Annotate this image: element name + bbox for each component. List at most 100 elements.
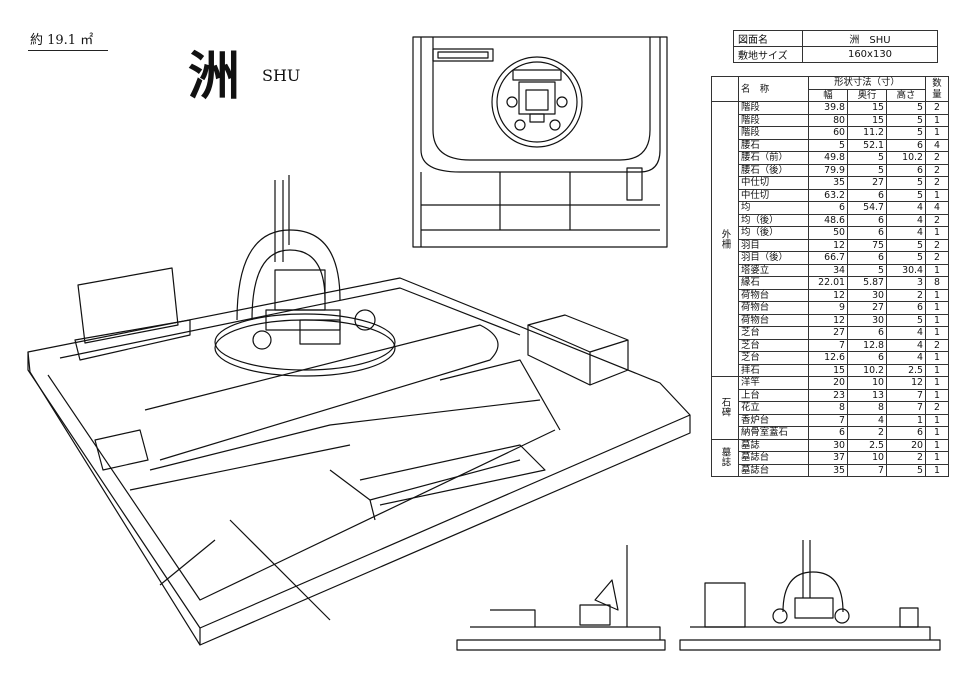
part-name: 均	[738, 201, 809, 215]
part-name: 上台	[738, 388, 809, 402]
header-blank	[711, 76, 739, 102]
depth-cell: 75	[847, 238, 887, 252]
depth-cell: 30	[847, 288, 887, 302]
height-cell: 4	[886, 201, 926, 215]
height-cell: 2	[886, 451, 926, 465]
group-label: 墓誌	[711, 438, 739, 477]
col-width: 幅	[808, 88, 848, 102]
height-cell: 2	[886, 288, 926, 302]
qty-cell: 2	[925, 401, 949, 415]
qty-cell: 1	[925, 363, 949, 377]
width-cell: 20	[808, 376, 848, 390]
width-cell: 79.9	[808, 163, 848, 177]
elevation-views	[456, 540, 941, 651]
depth-cell: 6	[847, 213, 887, 227]
width-cell: 63.2	[808, 188, 848, 202]
height-cell: 5	[886, 126, 926, 140]
col-name: 名 称	[738, 76, 809, 102]
part-name: 墓誌台	[738, 451, 809, 465]
depth-cell: 52.1	[847, 138, 887, 152]
part-name: 階段	[738, 101, 809, 115]
height-cell: 5	[886, 188, 926, 202]
qty-cell: 1	[925, 413, 949, 427]
group-label: 石碑	[711, 376, 739, 440]
qty-cell: 1	[925, 301, 949, 315]
width-cell: 15	[808, 363, 848, 377]
part-name: 花立	[738, 401, 809, 415]
qty-cell: 1	[925, 313, 949, 327]
depth-cell: 5	[847, 263, 887, 277]
part-name: 腰石（前）	[738, 151, 809, 165]
part-name: 塔婆立	[738, 263, 809, 277]
qty-cell: 2	[925, 338, 949, 352]
area-label: 約 19.1 ㎡	[30, 33, 94, 48]
height-cell: 3	[886, 276, 926, 290]
qty-cell: 1	[925, 188, 949, 202]
width-cell: 7	[808, 338, 848, 352]
qty-cell: 1	[925, 388, 949, 402]
part-name: 腰石	[738, 138, 809, 152]
width-cell: 6	[808, 426, 848, 440]
width-cell: 12	[808, 313, 848, 327]
part-name: 芝台	[738, 338, 809, 352]
depth-cell: 54.7	[847, 201, 887, 215]
height-cell: 6	[886, 301, 926, 315]
depth-cell: 6	[847, 226, 887, 240]
height-cell: 7	[886, 388, 926, 402]
qty-cell: 2	[925, 176, 949, 190]
title-kanji: 洲	[188, 46, 241, 107]
part-name: 階段	[738, 126, 809, 140]
title-roman: SHU	[262, 66, 301, 85]
qty-cell: 1	[925, 288, 949, 302]
part-name: 芝台	[738, 326, 809, 340]
height-cell: 2.5	[886, 363, 926, 377]
qty-cell: 1	[925, 226, 949, 240]
width-cell: 66.7	[808, 251, 848, 265]
width-cell: 50	[808, 226, 848, 240]
width-cell: 9	[808, 301, 848, 315]
width-cell: 22.01	[808, 276, 848, 290]
part-name: 荷物台	[738, 288, 809, 302]
qty-cell: 1	[925, 438, 949, 452]
part-name: 墓誌	[738, 438, 809, 452]
width-cell: 60	[808, 126, 848, 140]
height-cell: 5	[886, 313, 926, 327]
info-value: 洲 SHU	[802, 30, 938, 47]
info-value: 160x130	[802, 46, 938, 63]
qty-cell: 2	[925, 151, 949, 165]
width-cell: 5	[808, 138, 848, 152]
part-name: 階段	[738, 113, 809, 127]
area-underline	[28, 50, 108, 51]
depth-cell: 10	[847, 376, 887, 390]
part-name: 中仕切	[738, 176, 809, 190]
part-name: 墓誌台	[738, 463, 809, 477]
qty-cell: 1	[925, 426, 949, 440]
group-label: 外柵	[711, 101, 739, 377]
width-cell: 49.8	[808, 151, 848, 165]
depth-cell: 6	[847, 251, 887, 265]
depth-cell: 8	[847, 401, 887, 415]
height-cell: 5	[886, 238, 926, 252]
qty-cell: 2	[925, 101, 949, 115]
qty-cell: 4	[925, 201, 949, 215]
